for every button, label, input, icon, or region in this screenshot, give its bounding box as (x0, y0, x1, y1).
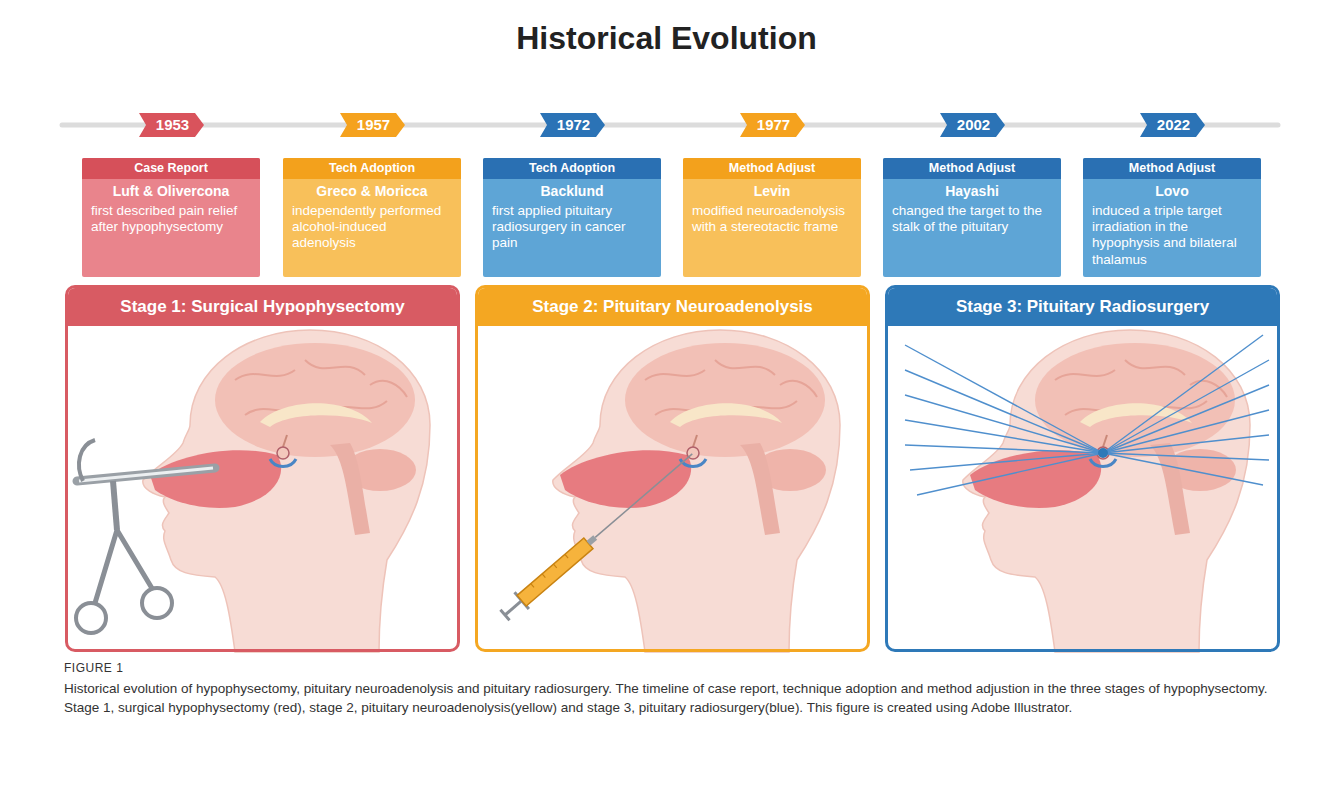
author-name: Backlund (492, 183, 652, 201)
event-description: first described pain relief after hypoph… (91, 203, 251, 236)
event-card: Method AdjustLovo induced a triple target… (1083, 158, 1261, 277)
head-illustration (553, 330, 840, 652)
card-body: Greco & Moricca independently performed a… (283, 179, 461, 258)
illustration-detail (905, 370, 1103, 453)
syringe (498, 446, 700, 624)
illustration-detail (910, 453, 1103, 470)
flag-shape (740, 113, 805, 137)
figure-title: Historical Evolution (0, 20, 1333, 57)
author-name: Lovo (1092, 183, 1252, 201)
event-type: Method Adjust (683, 158, 861, 179)
illustration-detail (905, 445, 1103, 453)
illustration-detail (531, 554, 568, 587)
event-card: Tech AdoptionGreco & Moricca independentl… (283, 158, 461, 277)
event-card: Method AdjustHayashi changed the target t… (883, 158, 1061, 277)
event-type: Tech Adoption (283, 158, 461, 179)
beam-focus (1098, 448, 1108, 458)
year-flag: 1953 (139, 113, 204, 137)
illustration-detail (595, 454, 692, 537)
author-name: Luft & Olivercona (91, 183, 251, 201)
illustration-detail (77, 468, 215, 481)
year-label: 2002 (940, 113, 1005, 137)
year-flag: 1972 (540, 113, 605, 137)
event-type: Method Adjust (1083, 158, 1261, 179)
stage-heading: Stage 2: Pituitary Neuroadenolysis (478, 288, 867, 326)
illustration-detail (79, 440, 95, 481)
flag-shape (940, 113, 1005, 137)
event-card: Method AdjustLevin modified neuroadenolys… (683, 158, 861, 277)
event-card: Tech AdoptionBacklund first applied pitui… (483, 158, 661, 277)
forceps-instrument (76, 440, 215, 633)
figure-number: FIGURE 1 (64, 661, 123, 675)
author-name: Greco & Moricca (292, 183, 452, 201)
timeline-axis (62, 123, 1278, 128)
card-body: Hayashi changed the target to the stalk o… (883, 179, 1061, 241)
year-label: 1957 (340, 113, 405, 137)
event-description: changed the target to the stalk of the p… (892, 203, 1052, 236)
event-type: Method Adjust (883, 158, 1061, 179)
illustration-detail (1103, 453, 1269, 460)
head-illustration (963, 330, 1250, 652)
figure-caption: Historical evolution of hypophysectomy, … (64, 680, 1269, 717)
year-label: 2022 (1140, 113, 1205, 137)
card-body: Luft & Olivercona first described pain re… (82, 179, 260, 241)
illustration-detail (1103, 453, 1263, 485)
stage1-illustration (76, 330, 430, 652)
illustration-detail (905, 420, 1103, 453)
illustration-detail (905, 395, 1103, 453)
event-card: Case ReportLuft & Olivercona first descri… (82, 158, 260, 277)
card-body: Lovo induced a triple target irradiation … (1083, 179, 1261, 274)
event-type: Case Report (82, 158, 260, 179)
event-description: induced a triple target irradiation in t… (1092, 203, 1252, 269)
card-body: Backlund first applied pituitary radiosur… (483, 179, 661, 258)
illustration-detail (113, 481, 117, 530)
event-description: modified neuroadenolysis with a stereota… (692, 203, 852, 236)
illustration-detail (1103, 435, 1269, 453)
illustration-detail (905, 345, 1103, 453)
flag-shape (1140, 113, 1205, 137)
author-name: Hayashi (892, 183, 1052, 201)
card-body: Levin modified neuroadenolysis with a ste… (683, 179, 861, 241)
event-description: first applied pituitary radiosurgery in … (492, 203, 652, 252)
year-flag: 2002 (940, 113, 1005, 137)
stage-panel: Stage 2: Pituitary Neuroadenolysis (475, 285, 870, 652)
year-label: 1977 (740, 113, 805, 137)
illustration-detail (505, 601, 522, 615)
illustration-detail (917, 453, 1103, 495)
stage2-illustration (498, 330, 840, 652)
illustration-detail (1103, 335, 1263, 453)
illustration-detail (500, 610, 509, 621)
flag-shape (139, 113, 204, 137)
year-flag: 1977 (740, 113, 805, 137)
year-flag: 2022 (1140, 113, 1205, 137)
radiation-beams (905, 335, 1269, 495)
author-name: Levin (692, 183, 852, 201)
illustration-detail (1103, 385, 1269, 453)
stage3-illustration (905, 330, 1269, 652)
stage-heading: Stage 1: Surgical Hypophysectomy (68, 288, 457, 326)
flag-shape (540, 113, 605, 137)
illustration-detail (79, 468, 213, 481)
flag-shape (340, 113, 405, 137)
year-label: 1972 (540, 113, 605, 137)
illustration-detail (1103, 410, 1269, 453)
illustration-detail (76, 603, 106, 633)
illustration-detail (142, 588, 172, 618)
head-illustration (143, 330, 430, 652)
year-label: 1953 (139, 113, 204, 137)
illustration-detail (1103, 360, 1269, 453)
illustration-detail (517, 538, 593, 606)
year-flag: 1957 (340, 113, 405, 137)
stage-panel: Stage 1: Surgical Hypophysectomy (65, 285, 460, 652)
stage-panel: Stage 3: Pituitary Radiosurgery (885, 285, 1280, 652)
event-description: independently performed alcohol-induced … (292, 203, 452, 252)
stage-heading: Stage 3: Pituitary Radiosurgery (888, 288, 1277, 326)
event-type: Tech Adoption (483, 158, 661, 179)
